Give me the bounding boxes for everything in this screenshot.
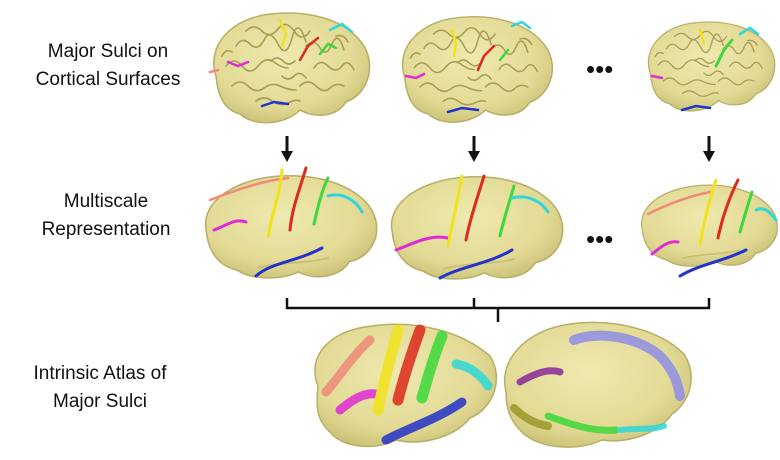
- merge-bracket: [287, 298, 709, 322]
- arrow-down-3: [703, 136, 715, 162]
- multiscale-surface-1: [206, 168, 377, 278]
- ellipsis-middle: •••: [586, 224, 613, 254]
- cortical-surface-2: [403, 17, 553, 122]
- arrow-down-2: [468, 136, 480, 162]
- atlas-medial-view: [505, 322, 691, 447]
- arrow-down-1: [281, 136, 293, 162]
- atlas-lateral-view: [315, 324, 496, 446]
- multiscale-surface-n: [642, 180, 778, 276]
- cortical-surface-1: [210, 13, 370, 123]
- cortical-surface-n: [648, 22, 774, 111]
- ellipsis-top: •••: [586, 54, 613, 84]
- multiscale-surface-2: [392, 176, 563, 279]
